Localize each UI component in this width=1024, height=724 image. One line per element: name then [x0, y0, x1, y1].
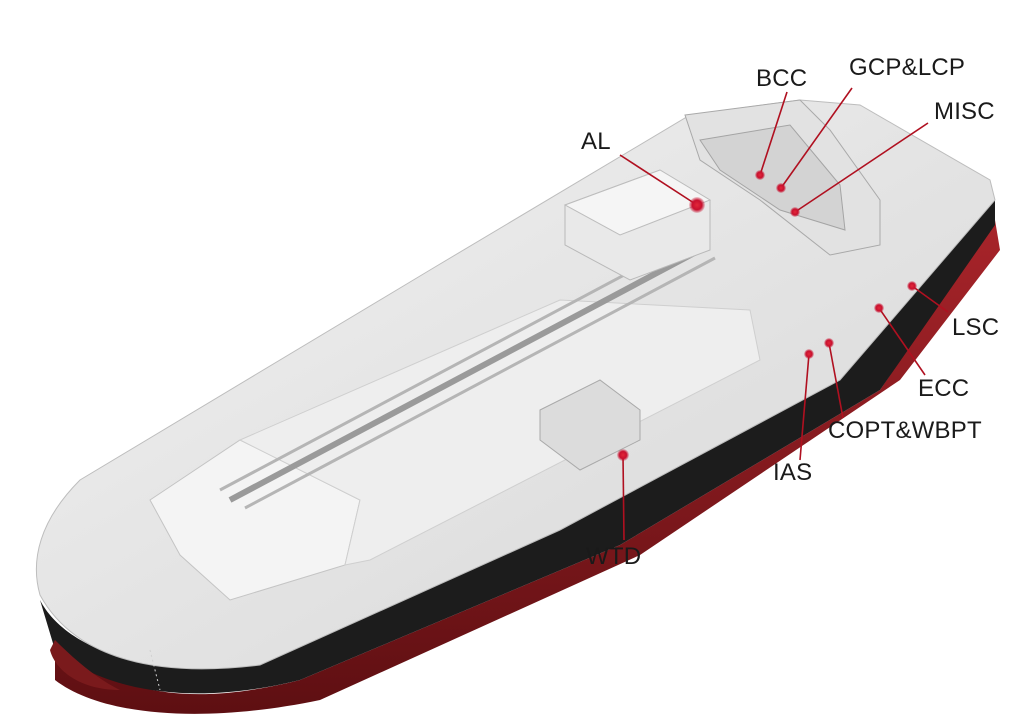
marker-ias	[804, 349, 814, 359]
marker-misc	[790, 207, 800, 217]
bulbous-bow	[50, 640, 120, 690]
label-bcc: BCC	[756, 65, 808, 92]
manifold	[539, 379, 641, 471]
label-wtd: WTD	[586, 543, 642, 570]
marker-ecc	[874, 303, 884, 313]
label-lsc: LSC	[952, 314, 1000, 341]
label-gcp-lcp: GCP&LCP	[849, 54, 966, 81]
marker-copt-wbpt	[824, 338, 834, 348]
label-copt-wbpt: COPT&WBPT	[828, 417, 982, 444]
label-ecc: ECC	[918, 375, 970, 402]
markers	[617, 170, 917, 461]
label-ias: IAS	[773, 459, 813, 486]
leader-lines	[619, 87, 949, 541]
cargo-tank-cover	[238, 299, 761, 566]
pipe-rack	[228, 247, 702, 503]
marker-al	[689, 197, 705, 213]
label-al: AL	[581, 128, 611, 155]
marker-wtd	[617, 449, 629, 461]
label-misc: MISC	[934, 98, 995, 125]
marker-lsc	[907, 281, 917, 291]
marker-gcp-lcp	[776, 183, 786, 193]
marker-bcc	[755, 170, 765, 180]
